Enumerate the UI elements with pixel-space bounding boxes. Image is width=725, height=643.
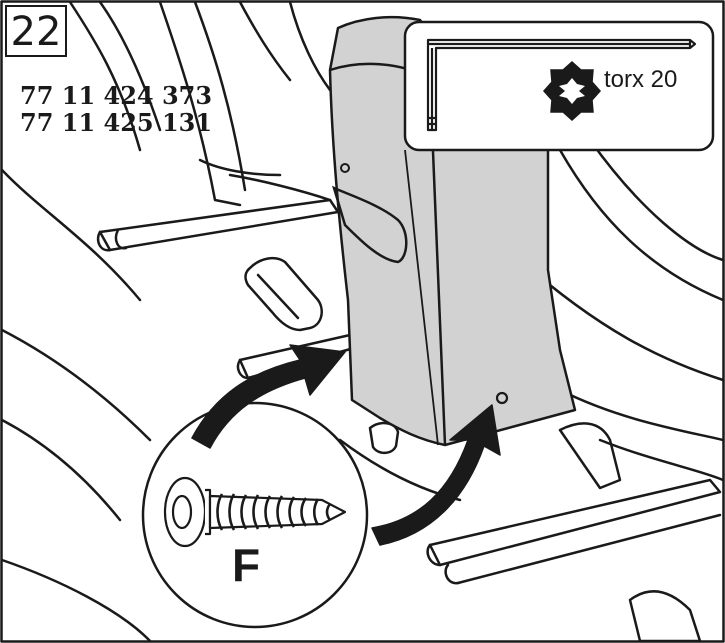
part-letter: F [232,539,261,591]
torx-star-icon [542,60,602,122]
tool-label: torx 20 [604,66,678,93]
floor-bolt [368,421,400,455]
screw-drawing [163,476,347,548]
seat-leg [558,422,622,490]
step-number: 22 [5,5,67,57]
part-reference: 77 11 424 373 [20,81,213,110]
seat-leg-front [628,590,702,643]
part-reference-list: 77 11 424 373 77 11 425 131 [20,82,212,136]
screw-hole [495,391,509,405]
arrow-to-panel-upper [191,344,346,449]
arrow-to-screw-hole [371,404,501,546]
floor-tray-edge [256,273,300,320]
hex-key [426,38,697,132]
tool-inset [403,20,715,152]
screw-detail-magnifier [141,401,369,629]
part-reference: 77 11 425 131 [20,108,213,137]
floor-tray [244,256,323,332]
